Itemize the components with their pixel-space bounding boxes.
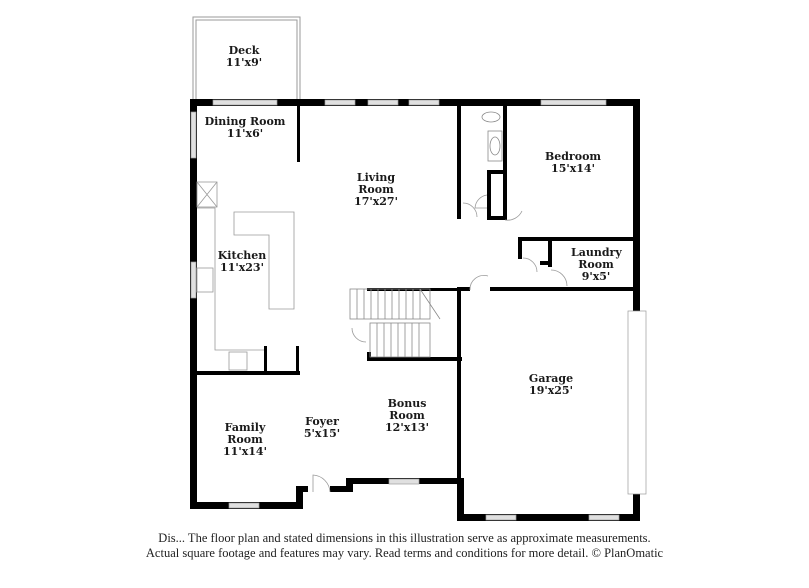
room-dims: 11'x9' [225, 56, 263, 69]
room-label-laundry: Laundry Room 9'x5' [571, 246, 622, 283]
room-name: Dining Room [204, 115, 286, 128]
room-dims: 15'x14' [551, 162, 595, 175]
room-dims: 11'x14' [223, 445, 267, 458]
door-swings [312, 194, 568, 493]
interior-walls [197, 106, 638, 480]
room-name: Foyer [305, 415, 339, 428]
windows [190, 99, 647, 521]
room-dims: 11'x6' [226, 127, 264, 140]
disclaimer-line-1: Dis... The floor plan and stated dimensi… [158, 531, 651, 545]
room-name: Deck [228, 44, 260, 57]
room-label-bonus: Bonus Room 12'x13' [385, 398, 429, 434]
room-dims: 17'x27' [354, 195, 398, 208]
room-dims: 9'x5' [581, 270, 611, 283]
room-dims: 11'x23' [220, 261, 264, 274]
room-name: Living Room [356, 171, 396, 196]
room-name: Bedroom [544, 150, 602, 163]
room-dims: 19'x25' [529, 384, 573, 397]
room-label-foyer: Foyer 5'x15' [304, 416, 340, 440]
room-label-deck: Deck 11'x9' [226, 45, 262, 69]
kitchen-counters [196, 181, 295, 371]
room-name: Kitchen [217, 249, 267, 262]
room-name: Family Room [224, 421, 266, 446]
room-name: Garage [528, 372, 574, 385]
stairs [349, 288, 441, 358]
room-dims: 5'x15' [303, 427, 341, 440]
room-label-garage: Garage 19'x25' [529, 373, 573, 397]
room-name: Laundry Room [571, 246, 622, 271]
room-dims: 12'x13' [385, 421, 429, 434]
room-name: Bonus Room [387, 397, 427, 422]
room-label-kitchen: Kitchen 11'x23' [218, 250, 267, 274]
room-label-dining: Dining Room 11'x6' [205, 116, 286, 140]
room-label-living: Living Room 17'x27' [354, 172, 398, 208]
room-label-family: Family Room 11'x14' [220, 422, 270, 458]
disclaimer-line-2: Actual square footage and features may v… [145, 546, 664, 560]
bathroom-fixtures [481, 111, 503, 162]
room-label-bedroom: Bedroom 15'x14' [545, 151, 601, 175]
